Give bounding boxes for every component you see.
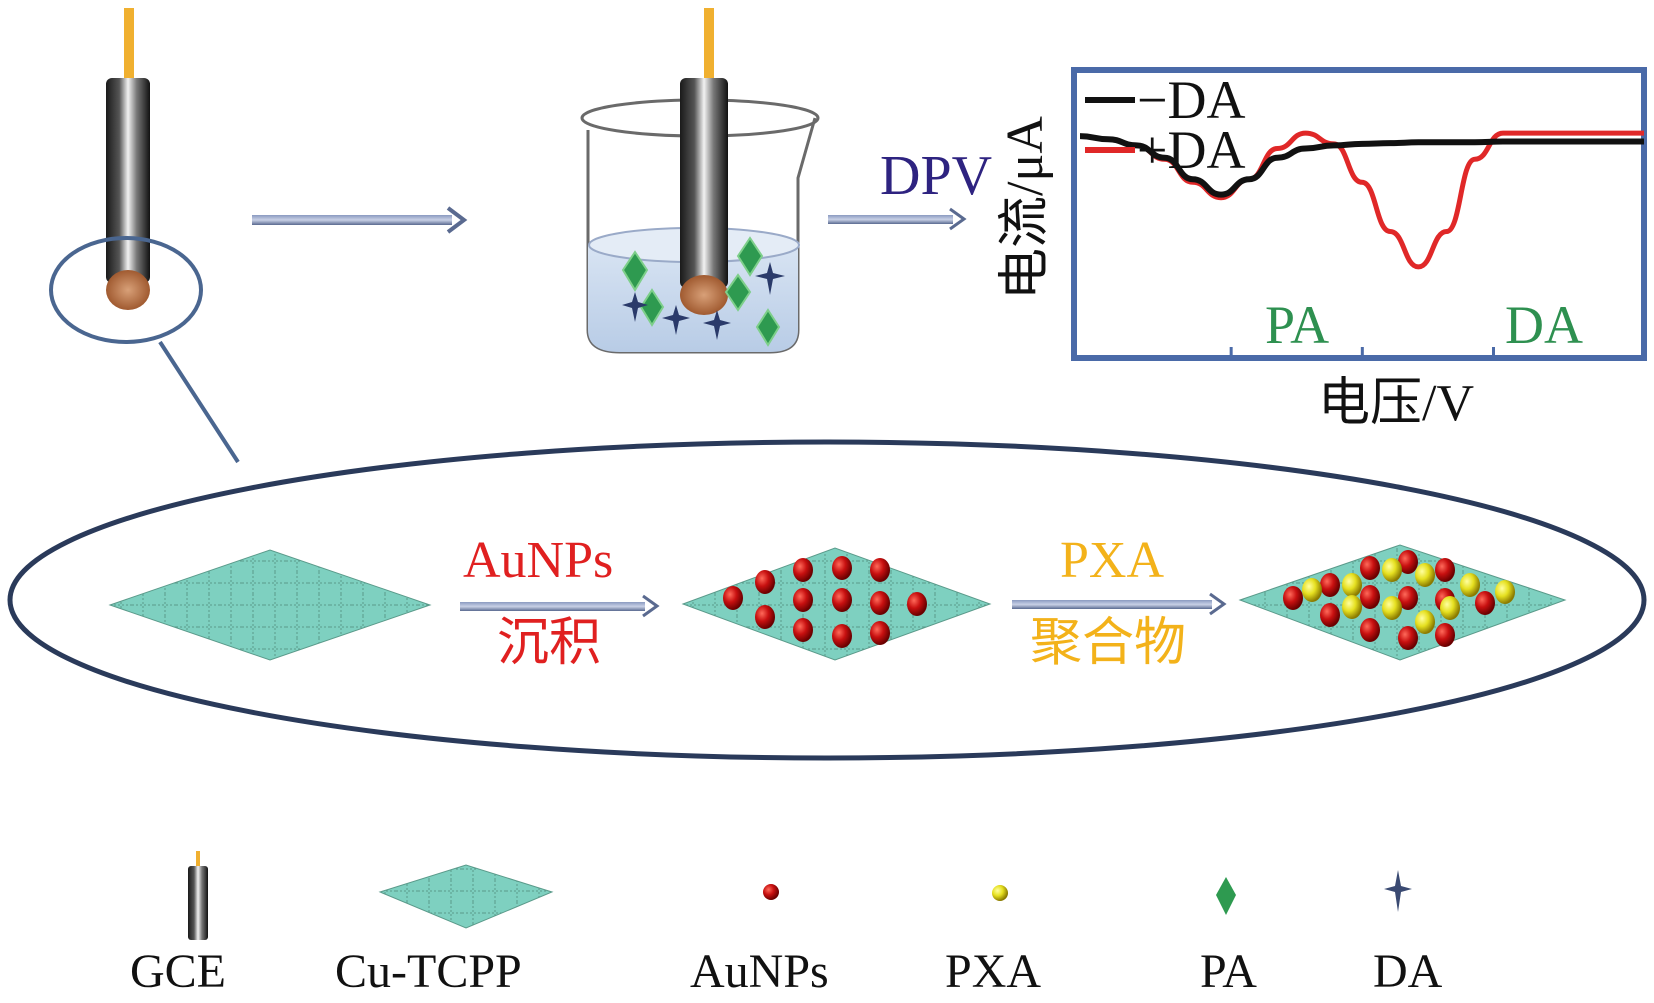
pxa-particle: [1342, 595, 1362, 619]
aunp-particle: [1360, 585, 1380, 609]
legend-label-aunps: AuNPs: [690, 945, 829, 998]
legend-pxa-icon: [992, 885, 1008, 901]
step-arrow-pxa: [1012, 592, 1227, 616]
gce-in-beaker-icon: [680, 8, 728, 315]
cu-tcpp-sheet: [108, 549, 432, 661]
pxa-particle: [1460, 573, 1480, 597]
step-label-aunps: AuNPs: [463, 532, 614, 589]
step-label-polymer: 聚合物: [1030, 615, 1187, 672]
aunp-particle: [870, 621, 890, 645]
da-star: [703, 310, 731, 340]
zoom-connector-line: [158, 340, 240, 464]
step-label-deposition: 沉积: [497, 615, 602, 672]
legend-label-pa: PA: [1200, 945, 1257, 998]
dpv-label: DPV: [880, 145, 993, 207]
aunp-particle: [1320, 573, 1340, 597]
aunp-particle: [1360, 556, 1380, 580]
chart-y-axis-label: 电流/μA: [997, 116, 1054, 300]
aunp-particle: [1398, 626, 1418, 650]
pxa-particle: [1382, 558, 1402, 582]
aunp-particle: [1360, 618, 1380, 642]
peak-label-pa: PA: [1265, 295, 1329, 355]
pa-diamond: [639, 288, 665, 327]
aunp-particle: [870, 591, 890, 615]
step-label-pxa: PXA: [1060, 532, 1165, 589]
da-star: [622, 292, 648, 322]
aunp-particle: [1435, 623, 1455, 647]
pxa-particle: [1415, 563, 1435, 587]
zoom-circle: [49, 236, 203, 344]
legend-label-cu-tcpp: Cu-TCPP: [335, 945, 522, 998]
inset-ellipse: [7, 439, 1647, 761]
dpv-chart: −DA +DA PA DA: [1071, 67, 1647, 361]
gce-electrode-icon: [106, 8, 150, 310]
pa-diamond: [755, 308, 781, 347]
da-molecules: [622, 262, 785, 340]
legend-label-pxa: PXA: [945, 945, 1042, 998]
step-arrow-1: [252, 206, 468, 234]
pa-diamond: [736, 236, 764, 277]
pxa-particle: [1382, 596, 1402, 620]
aunp-particle: [793, 588, 813, 612]
aunp-particle: [907, 592, 927, 616]
da-star: [755, 262, 785, 295]
pxa-particle: [1495, 580, 1515, 604]
peak-label-da: DA: [1505, 295, 1583, 355]
aunp-particle: [832, 556, 852, 580]
legend-label-gce: GCE: [130, 945, 226, 998]
pxa-particle: [1302, 578, 1322, 602]
aunp-particle: [793, 618, 813, 642]
pa-diamond: [724, 273, 752, 312]
dpv-arrow: [828, 207, 967, 231]
legend-text-plus-da: +DA: [1137, 120, 1245, 180]
chart-frame: [1071, 67, 1647, 361]
pxa-particle: [1415, 610, 1435, 634]
aunp-particle: [1320, 603, 1340, 627]
aunp-particle: [870, 558, 890, 582]
legend-aunps-icon: [763, 884, 779, 900]
aunp-particle: [755, 605, 775, 629]
aunp-particle: [723, 586, 743, 610]
aunp-particle: [793, 558, 813, 582]
da-star: [662, 305, 690, 335]
chart-x-axis-label: 电压/V: [1318, 375, 1475, 432]
pa-diamond: [621, 250, 649, 292]
aunp-particle: [1398, 586, 1418, 610]
aunp-particle: [1283, 586, 1303, 610]
legend-da-icon: [1384, 870, 1412, 912]
legend-label-da: DA: [1373, 945, 1443, 998]
pxa-particle: [1342, 573, 1362, 597]
aunp-particle: [755, 570, 775, 594]
cu-tcpp-aunps-pxa-sheet: [1238, 544, 1567, 661]
pa-molecules: [621, 236, 781, 347]
aunp-particle: [832, 624, 852, 648]
legend-cu-tcpp-icon: [378, 864, 554, 929]
legend-gce-icon: [188, 851, 208, 940]
legend-pa-icon: [1216, 877, 1236, 915]
pxa-particle: [1440, 596, 1460, 620]
aunp-particle: [1475, 591, 1495, 615]
aunp-particle: [1435, 558, 1455, 582]
aunp-particle: [832, 588, 852, 612]
legend-text-minus-da: −DA: [1137, 70, 1245, 130]
aunp-particle: [1398, 550, 1418, 574]
series-line-minus-da: [1079, 133, 1644, 198]
step-arrow-aunps: [460, 594, 660, 618]
cu-tcpp-aunps-sheet: [681, 547, 992, 661]
